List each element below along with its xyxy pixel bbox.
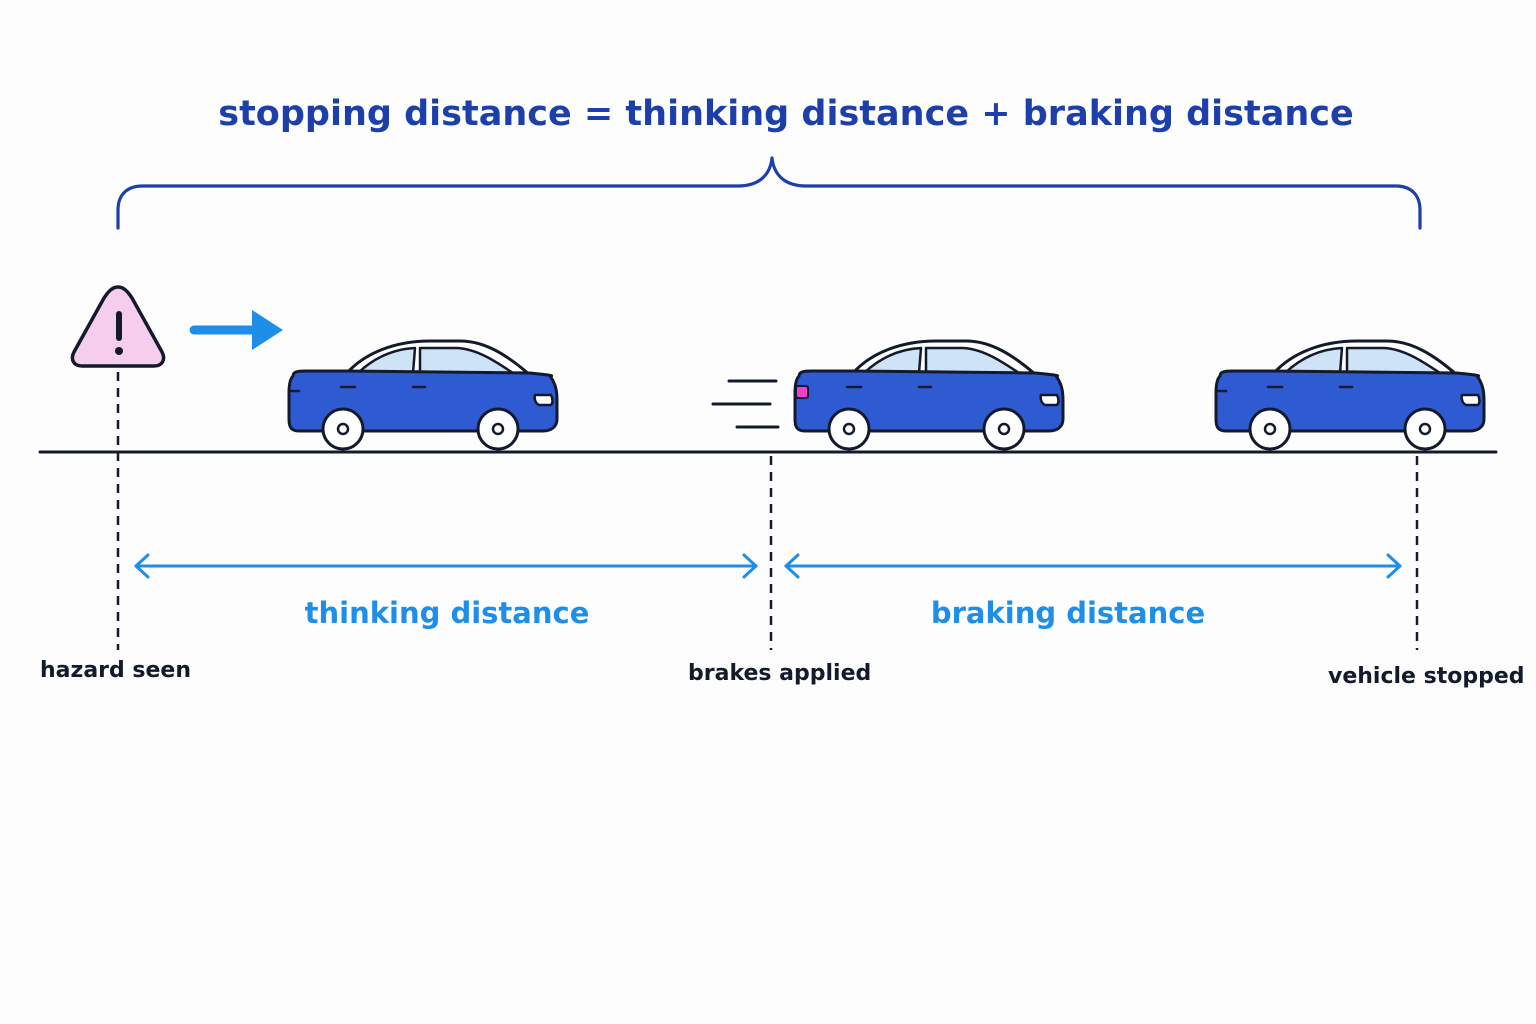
braking-distance-label: braking distance (930, 596, 1206, 630)
thinking-distance-arrow (134, 553, 758, 579)
vehicle-stopped-label: vehicle stopped (1328, 664, 1525, 689)
brake-light (795, 385, 809, 399)
hazard-seen-label: hazard seen (40, 658, 192, 683)
formula-title: stopping distance = thinking distance + … (218, 94, 1354, 134)
direction-arrow-icon (189, 310, 283, 350)
brakes-applied-label: brakes applied (688, 661, 872, 686)
car-icon (287, 339, 559, 451)
car-icon (793, 339, 1065, 451)
thinking-distance-label: thinking distance (304, 596, 590, 630)
car-icon (1214, 339, 1486, 451)
warning-triangle-icon (70, 285, 166, 368)
braking-distance-arrow (784, 553, 1402, 579)
motion-lines-icon (711, 379, 780, 429)
stopping-distance-brace (116, 156, 1422, 230)
